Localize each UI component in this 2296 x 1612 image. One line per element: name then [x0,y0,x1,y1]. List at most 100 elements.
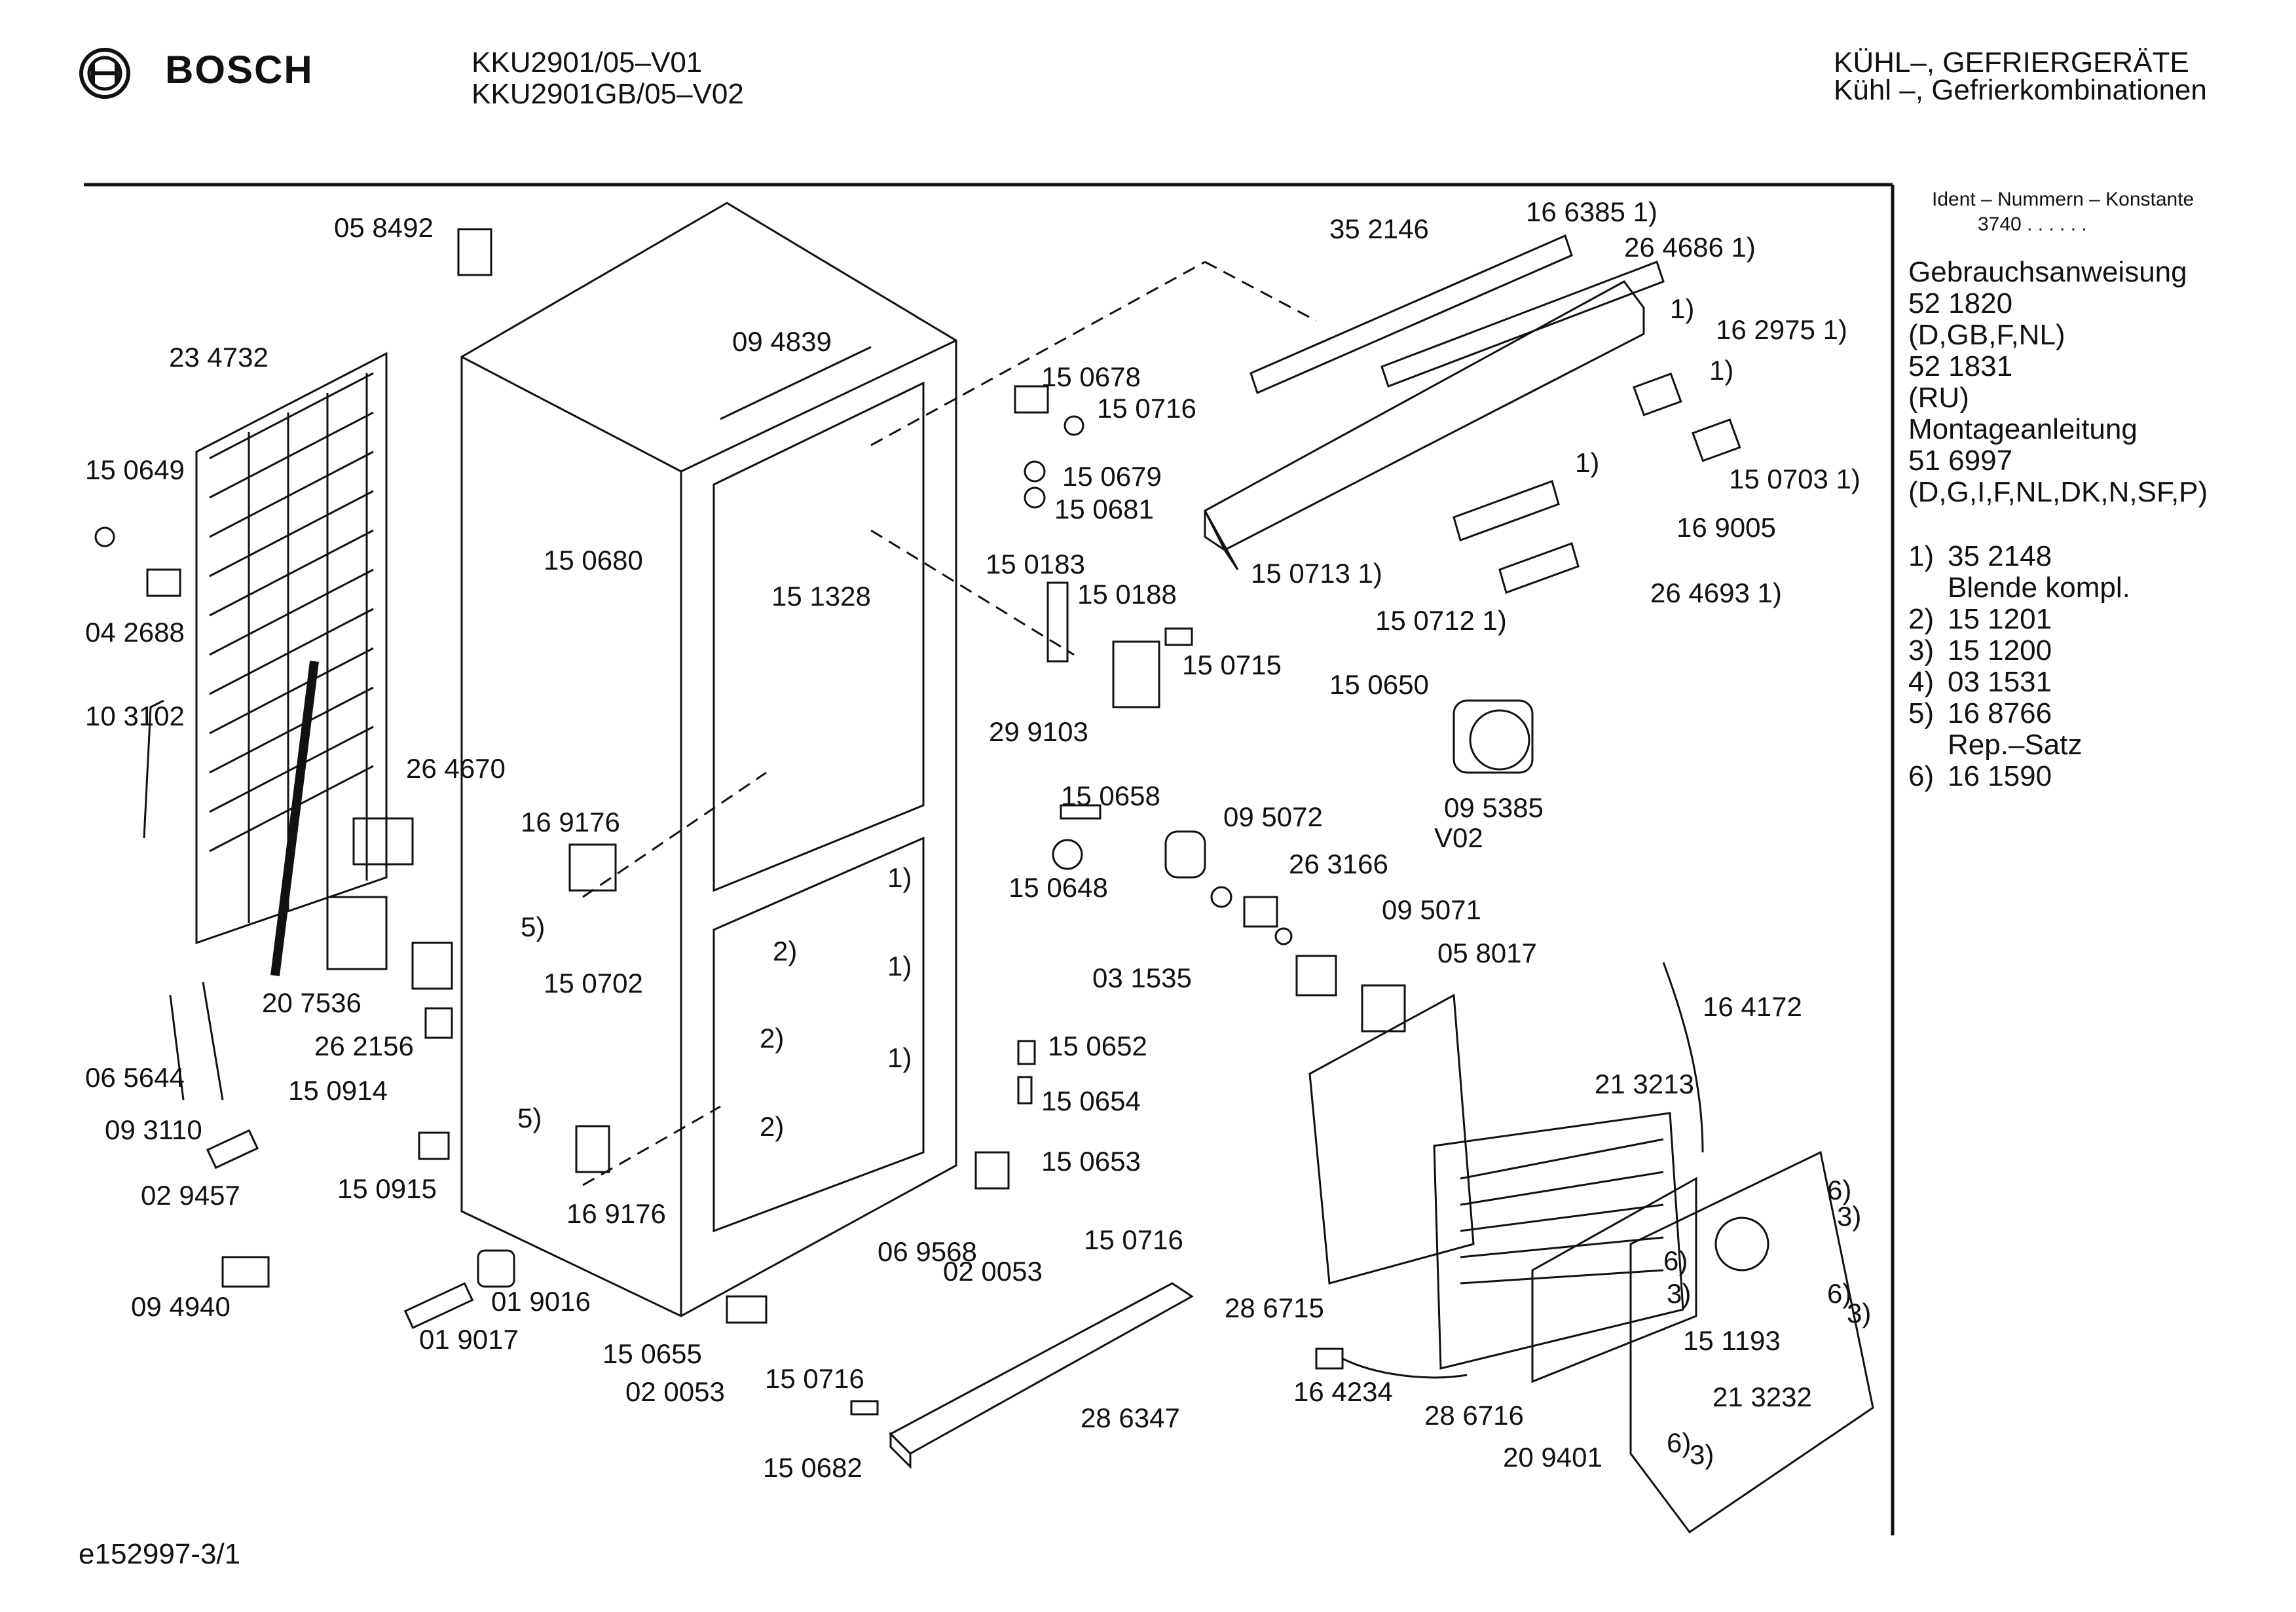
part-number-label: 26 3166 [1289,849,1388,879]
small-components [94,228,1704,1416]
part-number-label: 15 0658 [1061,780,1160,811]
part-number-label: 15 0183 [986,549,1085,579]
bosch-armature-icon [79,48,130,99]
part-number-label: 6) [1827,1175,1851,1205]
part-number-label: 15 0716 [1084,1224,1183,1255]
part-number-label: 26 4686 1) [1624,232,1756,263]
part-number-label: 23 4732 [169,342,268,373]
sidebar-line: Montageanleitung [1908,413,2138,445]
sidebar-line: 52 1820 [1908,287,2013,320]
model-line-1: KKU2901/05–V01 [472,46,703,79]
condenser-coil [195,352,388,945]
part-number-label: 20 7536 [262,987,361,1018]
control-parts [1453,373,1741,594]
bosch-logo [77,46,132,104]
part-number-label: 15 0712 1) [1375,605,1507,636]
part-number-label: 20 9401 [1503,1442,1602,1473]
sidebar-line: Gebrauchsanweisung [1908,256,2187,288]
part-number-label: 05 8492 [334,212,434,243]
note-key: 3) [1908,634,1935,667]
part-number-label: 3) [1690,1439,1714,1470]
part-number-label: 15 0653 [1041,1146,1141,1177]
sidebar-line: 52 1831 [1908,350,2013,382]
part-number-label: 09 5385 [1444,792,1544,823]
part-number-label: 21 3213 [1595,1069,1694,1099]
note-key: 6) [1908,760,1935,792]
note-key: 4) [1908,666,1935,698]
part-number-label: 15 0914 [288,1075,388,1106]
model-line-2: KKU2901GB/05–V02 [472,78,744,110]
part-number-label: 28 6715 [1225,1292,1324,1323]
part-number-label: 02 0053 [943,1256,1043,1287]
part-number-label: 09 5072 [1223,801,1323,832]
note-value: Rep.–Satz [1948,729,2083,761]
control-panel [1204,234,1665,570]
part-number-label: 6) [1827,1278,1851,1309]
part-number-label: 15 0680 [544,545,643,576]
part-number-label: 16 2975 1) [1716,314,1847,345]
note-value: 16 8766 [1948,697,2052,729]
part-number-label: 1) [887,862,912,893]
part-number-label: 15 0679 [1062,461,1162,492]
ident-value: 3740 . . . . . . [1978,213,2087,235]
part-number-label: 2) [760,1023,784,1053]
fan-unit [1453,699,1534,774]
part-number-label: 09 3110 [105,1114,202,1145]
part-number-label: 5) [521,911,545,942]
refrigerator-cabinet [460,202,957,1317]
part-number-label: 16 4234 [1293,1376,1393,1407]
part-number-label: 15 0713 1) [1251,558,1382,589]
brand-name: BOSCH [165,48,314,92]
note-value: 16 1590 [1948,760,2052,792]
note-key: 1) [1908,540,1935,572]
part-number-label: 06 9568 [878,1236,977,1267]
note-value: 15 1200 [1948,634,2052,667]
part-number-label: 15 0702 [544,968,643,998]
part-number-label: 1) [1670,293,1694,324]
part-number-label: 15 0678 [1041,361,1141,392]
ident-title: Ident – Nummern – Konstante [1932,189,2194,210]
part-number-label: 2) [760,1111,784,1142]
sidebar-line: (D,GB,F,NL) [1908,319,2065,351]
dashed-leaders [582,261,1317,1186]
part-number-label: 26 4693 1) [1650,577,1782,608]
part-number-label: 15 0681 [1054,494,1154,524]
part-number-label: 01 9017 [419,1324,519,1355]
part-number-label: 15 0650 [1329,669,1429,700]
sidebar-line: 51 6997 [1908,445,2013,477]
part-number-label: 03 1535 [1092,962,1192,993]
part-number-label: V02 [1434,822,1483,853]
part-number-label: 6) [1663,1245,1688,1276]
part-number-label: 15 0716 [765,1363,864,1394]
note-key: 5) [1908,697,1935,729]
part-number-label: 2) [773,936,797,966]
part-number-label: 1) [887,1042,912,1073]
part-number-label: 3) [1837,1201,1861,1232]
part-number-label: 15 0654 [1041,1086,1141,1116]
part-number-label: 15 0652 [1048,1031,1147,1061]
part-number-label: 01 9016 [491,1286,591,1317]
part-number-label: 1) [887,951,912,981]
category-line-2: Kühl –, Gefrierkombinationen [1834,74,2207,106]
part-number-label: 35 2146 [1329,213,1429,244]
part-number-label: 5) [517,1103,542,1133]
part-number-label: 3) [1847,1298,1871,1328]
part-number-label: 16 4172 [1703,991,1802,1022]
sidebar-line: (RU) [1908,382,1969,414]
bottom-grille [889,1282,1194,1469]
part-number-label: 16 9176 [521,807,620,837]
part-number-label: 15 0703 1) [1729,464,1861,494]
part-number-label: 09 5071 [1382,894,1481,925]
part-number-label: 09 4940 [131,1291,231,1322]
part-number-label: 3) [1667,1278,1691,1309]
part-number-label: 15 1328 [771,581,871,612]
drain-tube [270,661,319,976]
part-number-label: 29 9103 [989,716,1088,747]
note-value: Blende kompl. [1948,572,2130,604]
part-number-label: 15 0716 [1097,393,1196,424]
part-number-label: 15 1193 [1683,1325,1781,1356]
document-id: e152997-3/1 [79,1538,241,1570]
note-value: 03 1531 [1948,666,2052,698]
